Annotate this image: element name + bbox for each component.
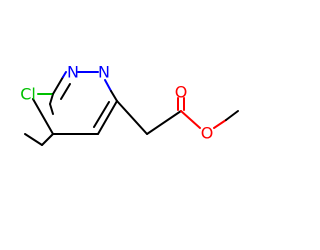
bond-c6-n1-inner	[60, 83, 71, 100]
atom-labels: Cl N N O O	[20, 63, 213, 143]
atom-label-cl: Cl	[20, 85, 36, 104]
bond-c5-c6	[32, 98, 54, 135]
bond-ch2-carbonyl-carbon	[146, 110, 182, 135]
bond-ester-o-methyl-carbon	[225, 110, 239, 121]
bond-carbonyl-ester-o	[180, 110, 201, 129]
bond-ester-o-methyl-o	[213, 119, 227, 129]
atom-label-o-ester: O	[201, 124, 214, 143]
bond-c3-c4-inner	[93, 101, 110, 128]
atom-label-n1: N	[67, 63, 79, 82]
bond-c6-n1-nitrogen	[62, 71, 67, 78]
bonds	[24, 71, 239, 146]
bond-c3-c4	[97, 100, 118, 135]
bond-c6-n1-carbon	[52, 76, 64, 95]
bond-c6-c5-lower	[49, 103, 54, 115]
chemical-structure: Cl N N O O	[20, 63, 239, 146]
bond-n2-c3-carbon	[110, 90, 118, 102]
bond-c5-methyl-b	[24, 133, 43, 146]
atom-label-o-carbonyl: O	[175, 83, 188, 102]
bond-c5-methyl	[41, 133, 54, 146]
bond-c3-ch2	[116, 100, 148, 135]
bond-n2-c3-nitrogen	[104, 79, 112, 92]
bond-c6-c5	[49, 93, 54, 105]
atom-label-n2: N	[98, 63, 110, 82]
